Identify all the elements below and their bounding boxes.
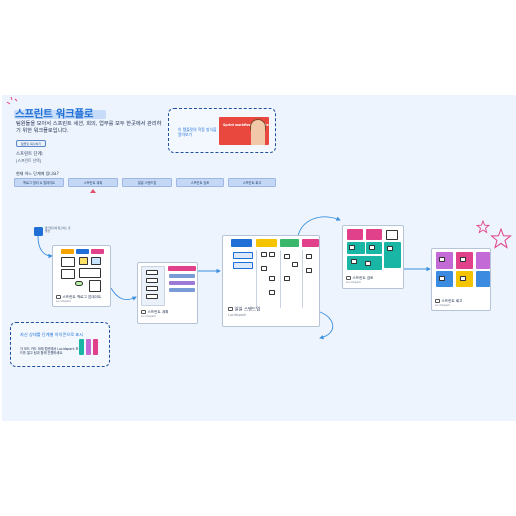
block-blue xyxy=(476,271,490,287)
nav-button-planning[interactable]: 스프린트 계획 xyxy=(68,178,118,187)
stage-card-backlog[interactable] xyxy=(52,245,111,307)
sticky xyxy=(261,252,267,257)
sticky xyxy=(365,261,371,266)
caption-backlog[interactable]: 스프린트 백로그 업데이트 Lucidspark xyxy=(56,295,102,304)
presenter-avatar xyxy=(251,120,265,145)
sticky xyxy=(292,262,298,267)
label-pink xyxy=(302,239,319,247)
star-icon xyxy=(476,220,490,234)
stage-card-retro[interactable] xyxy=(431,248,491,311)
sticky xyxy=(146,294,158,299)
sticky xyxy=(439,257,445,262)
sticky xyxy=(269,276,275,281)
caption-standup[interactable]: 일일 스탠드업 Lucidspark xyxy=(228,307,261,317)
sticky xyxy=(75,281,83,286)
board-icon xyxy=(435,299,440,303)
title-highlight xyxy=(14,110,106,119)
label-orange xyxy=(61,249,74,254)
sticky xyxy=(146,270,158,275)
board-icon xyxy=(141,310,146,314)
sticky xyxy=(61,257,75,267)
stage-card-standup[interactable] xyxy=(222,235,320,327)
label-blue xyxy=(231,239,252,247)
current-stage-marker xyxy=(90,189,96,193)
nav-button-review[interactable]: 스프린트 검토 xyxy=(176,178,224,187)
sticky xyxy=(284,276,290,281)
video-thumbnail[interactable]: Sprint workflow template xyxy=(219,117,269,145)
caption-review[interactable]: 스프린트 검토 Lucidspark xyxy=(346,276,374,285)
sticky xyxy=(91,257,101,265)
nav-button-standup[interactable]: 일일 스탠드업 xyxy=(122,178,172,187)
board-icon xyxy=(228,307,233,311)
legend-pink xyxy=(93,339,98,355)
nav-button-backlog[interactable]: 백로그 정리 & 업데이트 xyxy=(14,178,64,187)
sticky xyxy=(233,262,253,269)
sticky xyxy=(284,254,290,259)
caption-planning[interactable]: 스프린트 계획 Lucidspark xyxy=(141,310,169,319)
tip-panel xyxy=(10,322,110,367)
bar xyxy=(169,274,195,278)
video-label: 이 템플릿의 작동 방식을 알아보기 xyxy=(178,127,217,137)
sticky xyxy=(146,278,158,283)
sticky xyxy=(146,286,158,291)
sticky xyxy=(460,257,466,262)
tip-title: 자신 상태를 단계별 아이콘으로 표시 xyxy=(20,332,84,337)
column-divider xyxy=(280,250,281,308)
label-pink xyxy=(91,249,104,254)
sticky xyxy=(460,276,466,281)
sticky xyxy=(261,266,267,271)
sticky xyxy=(89,280,101,292)
stage-label: 스프린트 단계: xyxy=(16,152,44,157)
sticky xyxy=(61,269,75,279)
star-icon xyxy=(490,228,512,249)
column-divider xyxy=(256,250,257,308)
legend-teal xyxy=(79,339,84,355)
board-icon xyxy=(56,295,61,299)
block-purple xyxy=(476,252,490,269)
bar xyxy=(169,281,195,285)
sticky xyxy=(233,252,253,259)
page-title: 스프린트 워크플로 xyxy=(15,108,94,120)
tip-body: 각 보드 카드 아래 캡션에서 Lucidspark 보드를 열고 팀과 함께 … xyxy=(20,347,79,355)
sticky xyxy=(306,254,312,259)
sticky xyxy=(351,259,357,264)
block-pink xyxy=(347,229,363,240)
sticky xyxy=(269,252,275,257)
stage-question: 현재 어느 단계에 있나요? xyxy=(16,171,59,176)
sticky xyxy=(349,245,355,250)
sticky xyxy=(79,257,88,265)
sticky xyxy=(386,230,398,240)
block-pink xyxy=(366,229,382,240)
sticky xyxy=(369,245,375,250)
stage-card-planning[interactable] xyxy=(137,262,198,324)
stage-card-review[interactable] xyxy=(342,225,404,289)
start-marker-icon xyxy=(34,227,43,236)
sticky xyxy=(387,246,393,251)
spark-icon xyxy=(6,96,18,105)
legend-purple xyxy=(86,339,91,355)
sticky xyxy=(269,290,275,295)
label-pink xyxy=(168,266,196,271)
stage-select[interactable]: [스프린트 선택] xyxy=(16,158,42,163)
nav-button-retro[interactable]: 스프린트 회고 xyxy=(228,178,276,187)
label-green xyxy=(280,239,299,247)
page-description: 팀원들을 모아서 스프린트 세션, 회의, 업무를 모두 한곳에서 관리하기 위… xyxy=(16,121,162,134)
column-divider xyxy=(302,250,303,308)
video-thumbnail-text: Sprint workflow template xyxy=(223,123,269,127)
start-note: 워크플로에 접근하는 출발점 xyxy=(45,227,71,234)
copy-template-button[interactable]: 템플릿 복사하기 xyxy=(16,140,46,147)
sticky xyxy=(306,268,312,273)
sticky xyxy=(439,276,445,281)
board-icon xyxy=(346,276,351,280)
sticky xyxy=(79,268,101,278)
label-yellow xyxy=(256,239,277,247)
bar xyxy=(169,288,195,292)
label-blue xyxy=(76,249,89,254)
caption-retro[interactable]: 스프린트 회고 Lucidspark xyxy=(435,299,463,308)
